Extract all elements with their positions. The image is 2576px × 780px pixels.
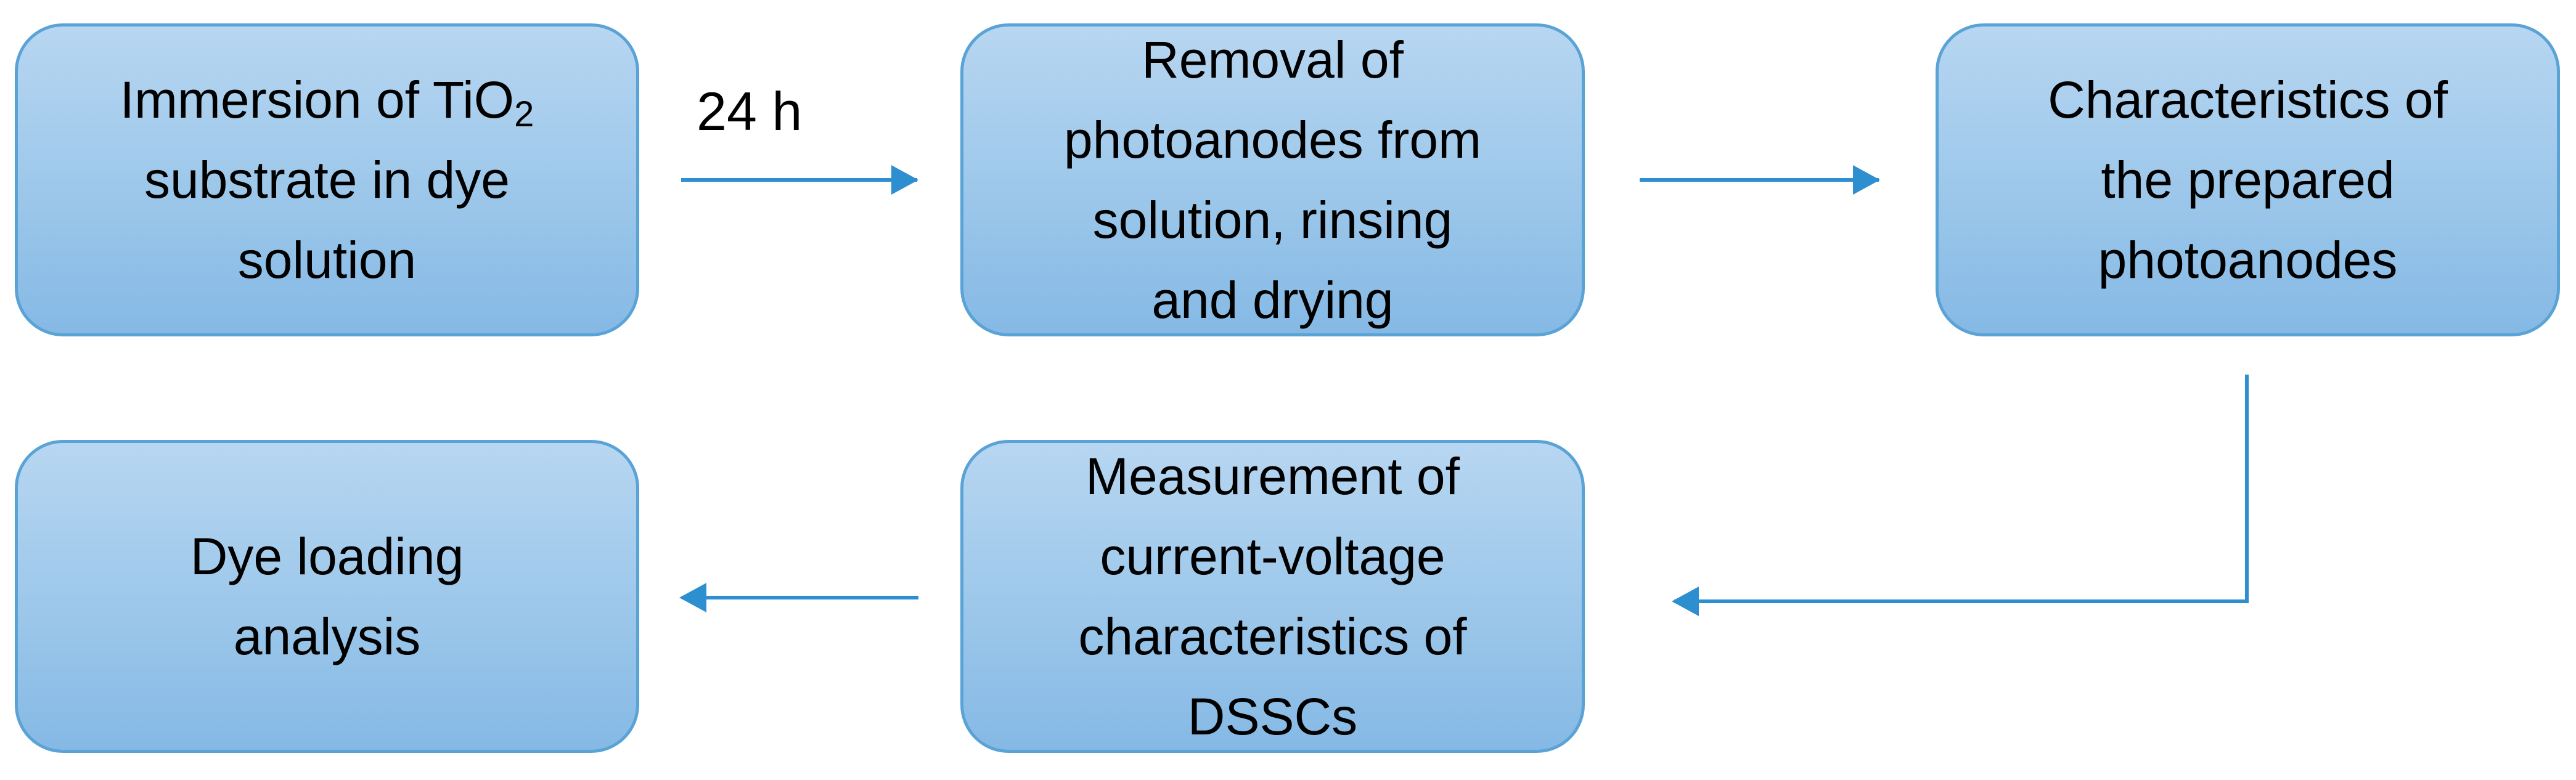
step-immersion-label: Immersion of TiO2 substrate in dye solut…	[120, 70, 534, 290]
step-removal-label: Removal of photoanodes from solution, ri…	[1063, 30, 1482, 330]
step-dye-loading-box: Dye loading analysis	[15, 440, 639, 753]
step-measurement-box: Measurement of current-voltage character…	[960, 440, 1585, 753]
step-immersion-box: Immersion of TiO2 substrate in dye solut…	[15, 23, 639, 336]
edge-label-24h: 24 h	[697, 81, 803, 142]
arrow-box3-to-box4	[1674, 375, 2249, 603]
step-dye-loading-label: Dye loading analysis	[190, 527, 464, 665]
arrowhead-4-icon	[679, 583, 706, 612]
step-characteristics-label: Characteristics of the prepared photoano…	[2048, 70, 2448, 290]
step-characteristics-box: Characteristics of the prepared photoano…	[1936, 23, 2560, 336]
arrowhead-1-icon	[891, 165, 918, 195]
arrowhead-3-icon	[1672, 587, 1699, 616]
step-removal-box: Removal of photoanodes from solution, ri…	[960, 23, 1585, 336]
step-measurement-label: Measurement of current-voltage character…	[1078, 447, 1467, 746]
arrowhead-2-icon	[1853, 165, 1880, 195]
